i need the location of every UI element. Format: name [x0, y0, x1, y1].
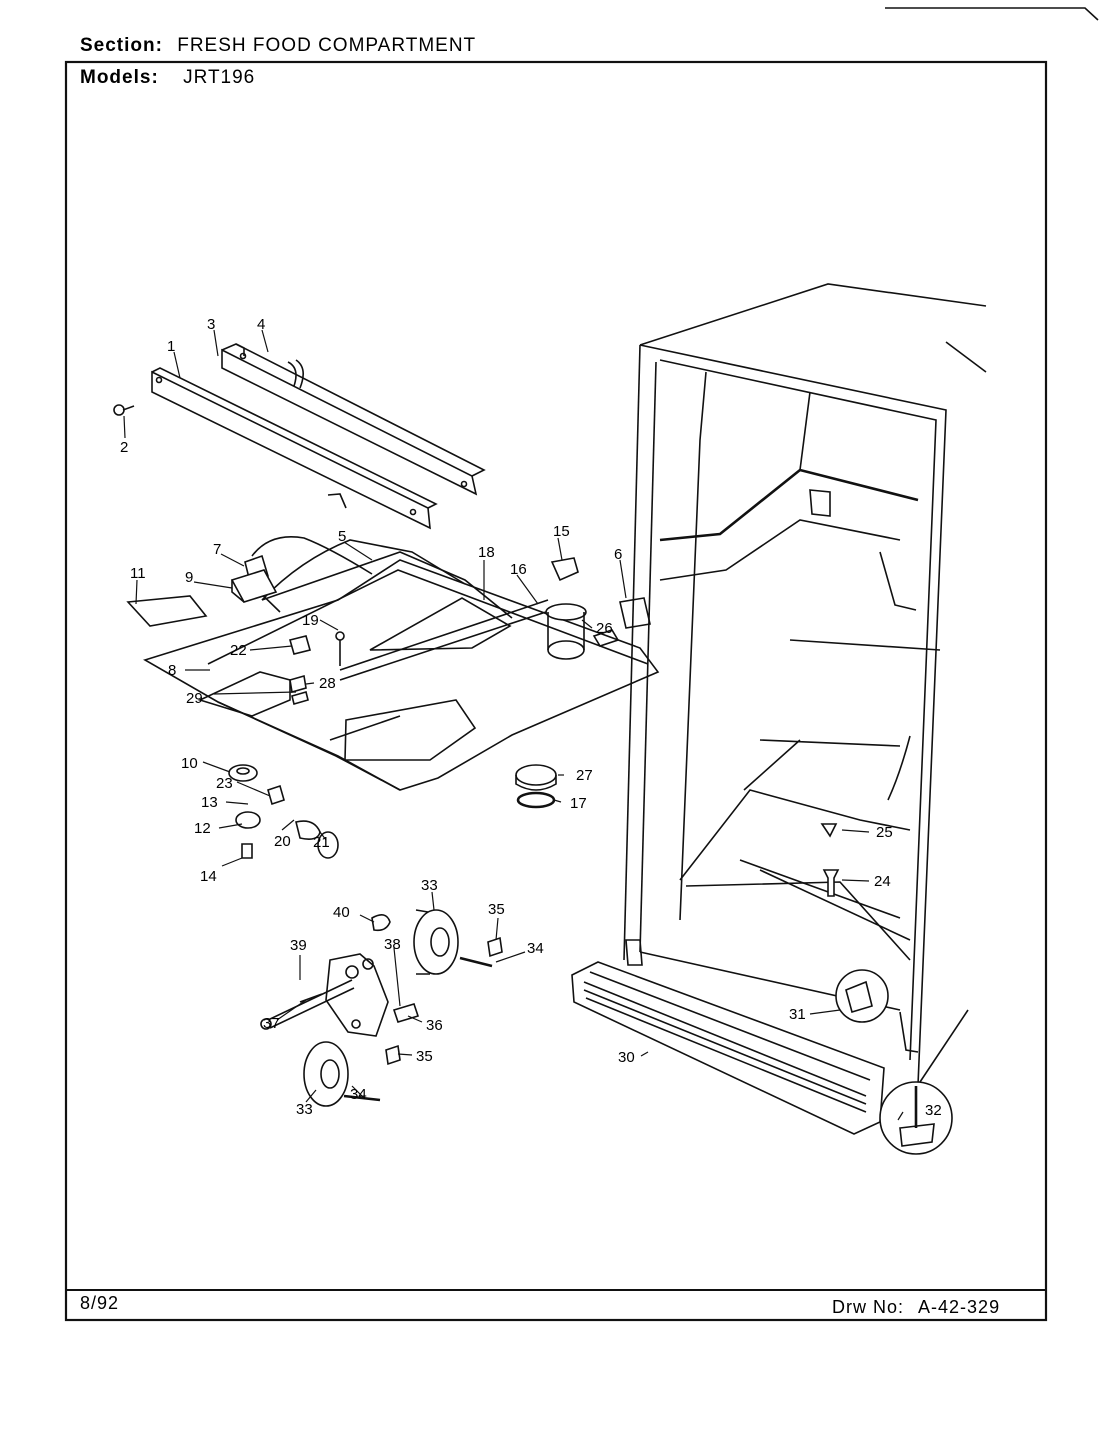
callout-19: 19 — [302, 612, 319, 629]
damper-part — [545, 557, 587, 660]
screw-part — [113, 404, 135, 416]
callout-3: 3 — [207, 316, 215, 333]
callout-34-lower: 34 — [350, 1086, 367, 1103]
callout-40: 40 — [333, 904, 350, 921]
models-line: Models: JRT196 — [80, 67, 255, 89]
callout-6: 6 — [614, 546, 622, 563]
callout-24: 24 — [874, 873, 891, 890]
callout-1: 1 — [167, 338, 175, 355]
shelf-support-part — [221, 343, 486, 496]
models-label: Models: — [80, 67, 159, 88]
callout-30: 30 — [618, 1049, 635, 1066]
callout-16: 16 — [510, 561, 527, 578]
roller-assembly — [260, 909, 503, 1107]
callout-9: 9 — [185, 569, 193, 586]
section-label: Section: — [80, 35, 163, 56]
leveling-leg-part — [879, 1081, 953, 1155]
knob-parts — [228, 764, 339, 859]
callout-26: 26 — [596, 620, 613, 637]
callout-22: 22 — [230, 642, 247, 659]
control-panel-assembly — [143, 539, 660, 791]
callout-31: 31 — [789, 1006, 806, 1023]
cabinet-screws — [820, 823, 840, 897]
callout-37: 37 — [263, 1015, 280, 1032]
callout-8: 8 — [168, 662, 176, 679]
callout-38: 38 — [384, 936, 401, 953]
callout-14: 14 — [200, 868, 217, 885]
bracket-part — [126, 595, 208, 627]
callout-7: 7 — [213, 541, 221, 558]
callout-11: 11 — [130, 565, 146, 582]
callout-18: 18 — [478, 544, 495, 561]
drawing-date: 8/92 — [80, 1293, 120, 1313]
grommet-parts — [515, 764, 557, 809]
callout-21: 21 — [313, 834, 330, 851]
leader-lines — [123, 329, 904, 1121]
section-title: FRESH FOOD COMPARTMENT — [177, 35, 477, 56]
callout-33-lower: 33 — [296, 1101, 313, 1118]
small-parts — [289, 631, 345, 705]
hinge-part — [619, 597, 651, 629]
callout-13: 13 — [201, 794, 218, 811]
callout-labels: 1 2 3 4 5 6 7 8 9 10 11 12 13 14 15 16 1… — [120, 316, 942, 1119]
callout-36: 36 — [426, 1017, 443, 1034]
callout-27: 27 — [576, 767, 593, 784]
callout-39: 39 — [290, 937, 307, 954]
callout-12: 12 — [194, 820, 211, 837]
rod-part — [339, 599, 553, 681]
callout-10: 10 — [181, 755, 198, 772]
callout-35-lower: 35 — [416, 1048, 433, 1065]
shelf-rail-part — [151, 367, 438, 530]
callout-35-upper: 35 — [488, 901, 505, 918]
callout-5: 5 — [338, 528, 346, 545]
callout-23: 23 — [216, 775, 233, 792]
models-value: JRT196 — [183, 67, 256, 88]
callout-25: 25 — [876, 824, 893, 841]
callout-20: 20 — [274, 833, 291, 850]
drawing-frame — [64, 7, 1099, 1322]
grille-clip-part — [835, 969, 889, 1023]
drawing-number-line: Drw No: A-42-329 — [832, 1297, 1000, 1318]
callout-4: 4 — [257, 316, 265, 333]
callout-15: 15 — [553, 523, 570, 540]
cabinet-assembly — [623, 283, 987, 1086]
callout-2: 2 — [120, 439, 128, 456]
thermostat-part — [230, 569, 278, 603]
drawing-label: Drw No: — [832, 1297, 905, 1317]
callout-33-upper: 33 — [421, 877, 438, 894]
callout-17: 17 — [570, 795, 587, 812]
section-line: Section: FRESH FOOD COMPARTMENT — [80, 35, 476, 57]
callout-34-upper: 34 — [527, 940, 544, 957]
drawing-number: A-42-329 — [918, 1297, 1001, 1317]
callout-29: 29 — [186, 690, 203, 707]
callout-32: 32 — [925, 1102, 942, 1119]
callout-28: 28 — [319, 675, 336, 692]
